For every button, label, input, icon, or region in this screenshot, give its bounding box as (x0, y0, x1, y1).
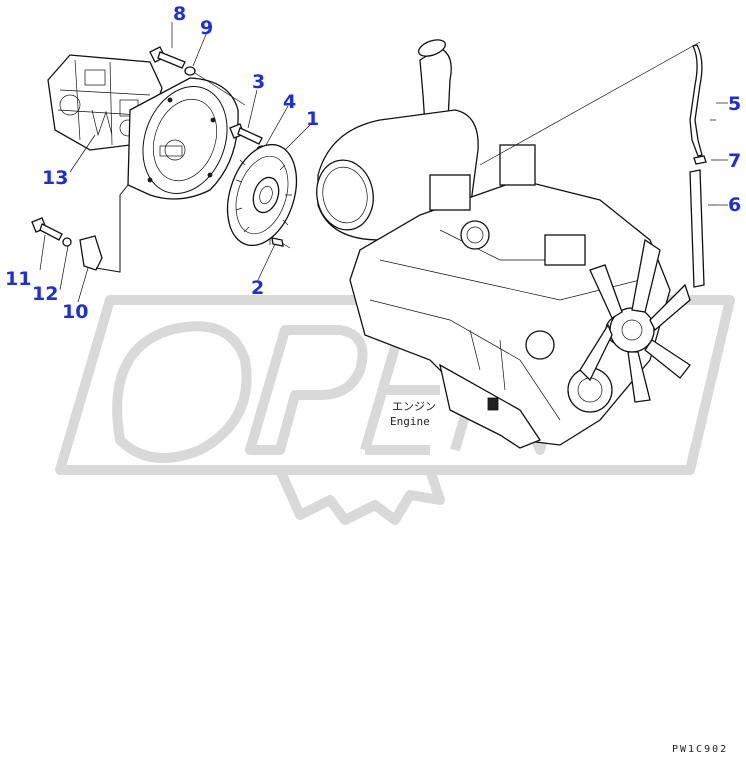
bracket-10 (79, 184, 129, 273)
washer-12 (62, 237, 72, 247)
bolt-11 (31, 217, 63, 241)
clip-7 (693, 155, 707, 165)
engine-label-jp: エンジン (392, 400, 436, 413)
drawing-code: PW1C902 (672, 744, 728, 755)
engine (316, 39, 701, 449)
leader-lines (39, 22, 728, 303)
washer-9 (184, 66, 196, 76)
callout-1: 1 (306, 108, 319, 130)
tube-6 (689, 169, 705, 288)
bolt-8 (149, 46, 186, 69)
coupling-disc (226, 143, 298, 247)
engine-label-en: Engine (390, 415, 430, 428)
pin-2 (271, 237, 284, 247)
callout-5: 5 (728, 93, 741, 115)
hydraulic-pump-assembly (47, 54, 239, 200)
callout-11: 11 (5, 268, 31, 290)
dipstick-5 (689, 44, 703, 157)
callout-3: 3 (252, 71, 265, 93)
callout-8: 8 (173, 3, 186, 25)
leader-9 (194, 72, 246, 106)
callout-9: 9 (200, 17, 213, 39)
callout-4: 4 (283, 91, 296, 113)
callout-6: 6 (728, 194, 741, 216)
cooling-fan (579, 238, 691, 403)
bolt-3 (229, 123, 263, 145)
callout-12: 12 (32, 283, 58, 305)
callout-2: 2 (251, 277, 264, 299)
callout-10: 10 (62, 301, 88, 323)
callouts: 1 2 3 4 5 6 7 8 9 10 11 12 13 (5, 3, 741, 323)
callout-7: 7 (728, 150, 741, 172)
callout-13: 13 (42, 167, 68, 189)
